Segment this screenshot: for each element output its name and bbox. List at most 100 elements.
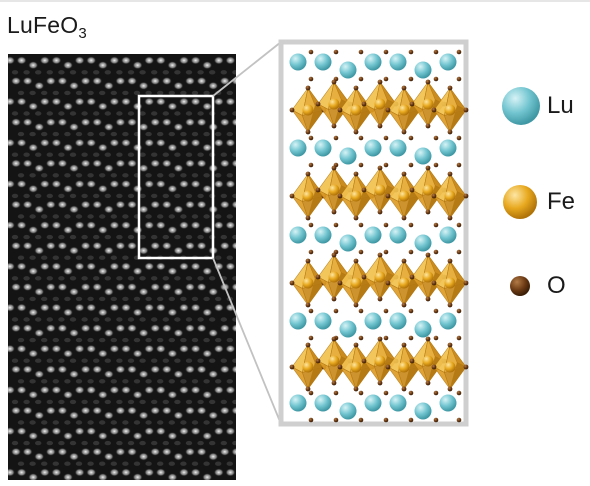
fe-column [58, 234, 65, 240]
atom-column [92, 406, 103, 415]
oxygen-atom [337, 107, 343, 113]
fe-column [35, 70, 42, 75]
fe-column [17, 173, 25, 178]
top-divider [0, 0, 590, 2]
fe-column [99, 173, 106, 178]
oxygen-atom [353, 342, 359, 348]
fe-column [64, 173, 71, 178]
fe-column [35, 358, 42, 363]
fe-column [250, 256, 256, 260]
oxygen-atom [383, 249, 389, 255]
atom-column [68, 122, 80, 132]
atom-column [213, 468, 224, 477]
fe-column [191, 337, 199, 343]
oxygen-atom [383, 49, 389, 55]
oxygen-atom [353, 386, 359, 392]
fe-column [41, 173, 48, 178]
fe-column [110, 461, 118, 466]
oxygen-atom [305, 342, 311, 348]
fe-column [145, 173, 152, 178]
fe-column [203, 337, 210, 343]
oxygen-atom [408, 49, 414, 55]
atom-column [144, 221, 155, 230]
fe-column [244, 482, 250, 486]
atom-column [190, 138, 201, 147]
atom-column [28, 60, 39, 70]
octahedron-face [449, 191, 467, 219]
fe-column [116, 193, 123, 199]
atom-column [10, 241, 22, 250]
atom-column [86, 262, 97, 271]
fe-column [99, 337, 106, 343]
oxygen-atom [361, 358, 367, 364]
atom-column [155, 427, 166, 436]
oxygen-atom [456, 390, 462, 396]
fe-column [145, 379, 152, 384]
atom-column [97, 102, 109, 111]
fe-column [185, 440, 193, 446]
fe-column [87, 173, 94, 178]
fe-column [29, 461, 36, 466]
fe-column [116, 399, 123, 405]
fe-column [226, 461, 233, 466]
fe-column [185, 111, 193, 116]
atom-column [173, 452, 184, 461]
fe-column [174, 440, 181, 446]
fe-column [133, 379, 141, 384]
atom-column [243, 82, 253, 90]
atom-column [120, 56, 132, 65]
fe-column [17, 131, 25, 137]
fe-octahedron-layer-1 [315, 79, 353, 129]
fe-column [174, 276, 181, 281]
fe-column [41, 337, 48, 343]
fe-column [185, 70, 193, 75]
atom-column [22, 282, 33, 292]
fe-column [93, 358, 100, 363]
fe-column [87, 90, 94, 96]
atom-column [243, 411, 253, 419]
atom-column [109, 303, 120, 312]
fe-column [197, 193, 204, 199]
oxygen-atom [408, 335, 414, 341]
atom-column [213, 385, 224, 395]
fe-column [215, 173, 222, 178]
lutetium-atom [314, 312, 332, 330]
fe-column [215, 255, 222, 260]
fe-column [139, 358, 146, 363]
oxygen-atom [377, 209, 383, 215]
fe-column [180, 214, 187, 219]
fe-column [93, 111, 100, 116]
fe-column [226, 420, 233, 425]
fe-column [162, 399, 169, 405]
atom-column [213, 427, 224, 436]
fe-column [99, 90, 106, 96]
atom-column [45, 118, 56, 127]
octahedron-face [449, 362, 467, 390]
fe-column [250, 132, 256, 136]
atom-column [225, 344, 236, 353]
atom-column [10, 365, 22, 374]
atom-column [57, 118, 68, 127]
fe-column [110, 255, 118, 260]
atom-column [109, 385, 120, 395]
atom-column [115, 200, 126, 209]
fe-column [151, 70, 158, 75]
atom-column [92, 76, 103, 86]
oxygen-atom [377, 79, 383, 85]
fe-column [58, 152, 65, 157]
oxygen-atom [315, 274, 321, 280]
fe-column [157, 461, 164, 466]
oxygen-atom [433, 49, 439, 55]
atom-column [16, 385, 27, 395]
fe-column [209, 70, 216, 75]
fe-column [139, 317, 146, 322]
fe-column [185, 193, 193, 199]
atom-column [196, 118, 207, 127]
atom-column [208, 452, 219, 461]
atom-column [10, 324, 22, 333]
structure-model [289, 49, 469, 423]
fe-column [93, 399, 100, 405]
fe-column [145, 131, 152, 137]
atom-column [34, 164, 45, 173]
fe-column [238, 214, 244, 218]
